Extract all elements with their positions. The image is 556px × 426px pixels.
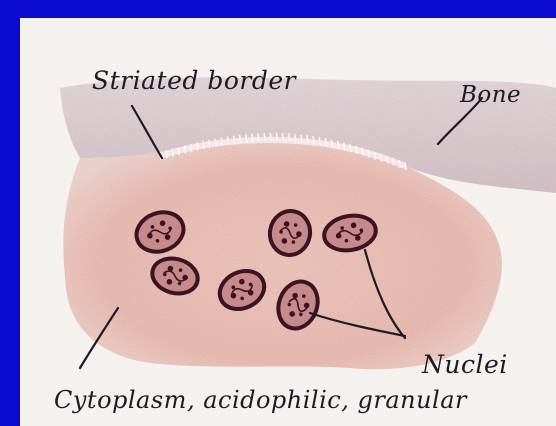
striation-mark [301,134,302,142]
striation-mark [289,133,290,141]
striation-mark [209,140,210,148]
label-cytoplasm: Cytoplasm, acidophilic, granular [54,386,467,414]
striation-mark [258,133,259,141]
striation-mark [264,133,265,141]
striation-mark [368,150,369,158]
striation-mark [325,138,326,146]
striation-mark [362,148,363,156]
striation-mark [332,140,333,148]
striation-mark [178,147,179,155]
striation-mark [185,146,186,154]
striation-mark [344,143,345,151]
striation-mark [172,149,173,157]
striation-mark [350,144,351,152]
illustration-plate: Striated border Bone Nuclei Cytoplasm, a… [20,18,556,426]
striation-mark [387,156,388,164]
striation-mark [203,141,204,149]
striation-mark [319,137,320,145]
striation-mark [221,138,222,146]
striation-mark [215,139,216,147]
striation-mark [295,134,296,142]
striation-mark [283,133,284,141]
striation-mark [252,134,253,142]
label-bone: Bone [460,82,521,108]
striation-mark [197,143,198,151]
label-nuclei: Nuclei [422,350,508,379]
striation-mark [246,134,247,142]
striation-mark [338,141,339,149]
striation-mark [399,160,400,168]
striation-mark [227,137,228,145]
striation-mark [356,146,357,154]
striation-mark [381,154,382,162]
striation-mark [276,133,277,141]
label-striated-border: Striated border [92,66,296,95]
striation-mark [234,136,235,144]
striation-mark [270,133,271,141]
striation-mark [313,136,314,144]
striation-mark [191,144,192,152]
striation-mark [166,150,167,158]
striation-mark [393,158,394,166]
striation-mark [307,135,308,143]
striation-mark [405,162,406,170]
striation-mark [240,135,241,143]
striation-mark [374,152,375,160]
